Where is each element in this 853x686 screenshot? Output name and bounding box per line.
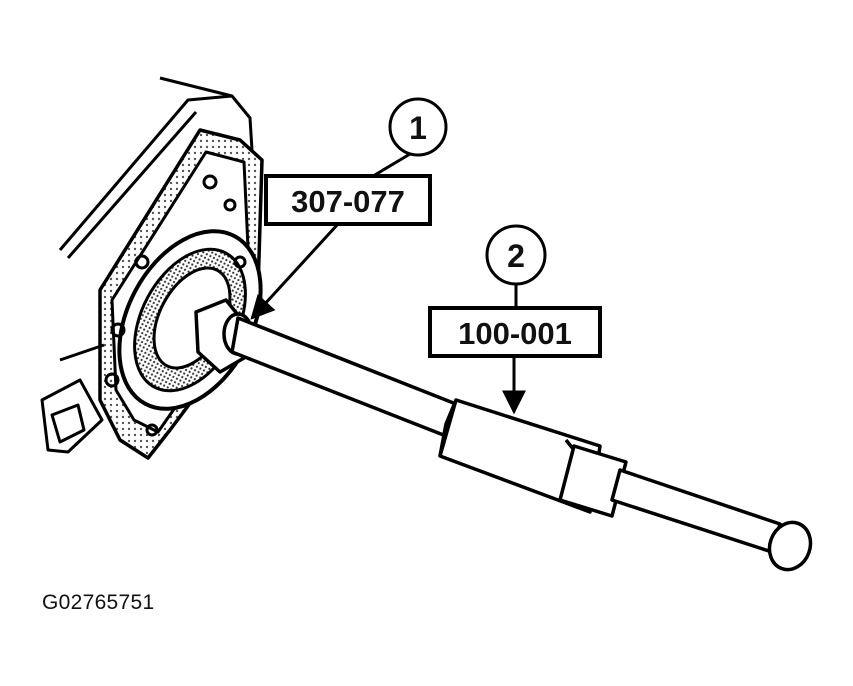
transmission-housing — [40, 76, 264, 460]
callout-1-arrow — [250, 222, 340, 320]
callout-1-circle — [388, 97, 448, 157]
figure-id: G02765751 — [42, 591, 155, 614]
callout-1-label-box — [264, 174, 432, 226]
callout-1: 1 307-077 — [250, 97, 448, 320]
driver-handle-tool — [230, 316, 813, 572]
callout-2-label-box — [428, 306, 602, 358]
callout-1-tool-number: 307-077 — [291, 184, 405, 219]
callout-2: 2 100-001 — [428, 224, 602, 415]
callout-2-number: 2 — [507, 238, 525, 274]
callout-1-number: 1 — [409, 110, 427, 146]
callout-2-tool-number: 100-001 — [458, 316, 572, 351]
